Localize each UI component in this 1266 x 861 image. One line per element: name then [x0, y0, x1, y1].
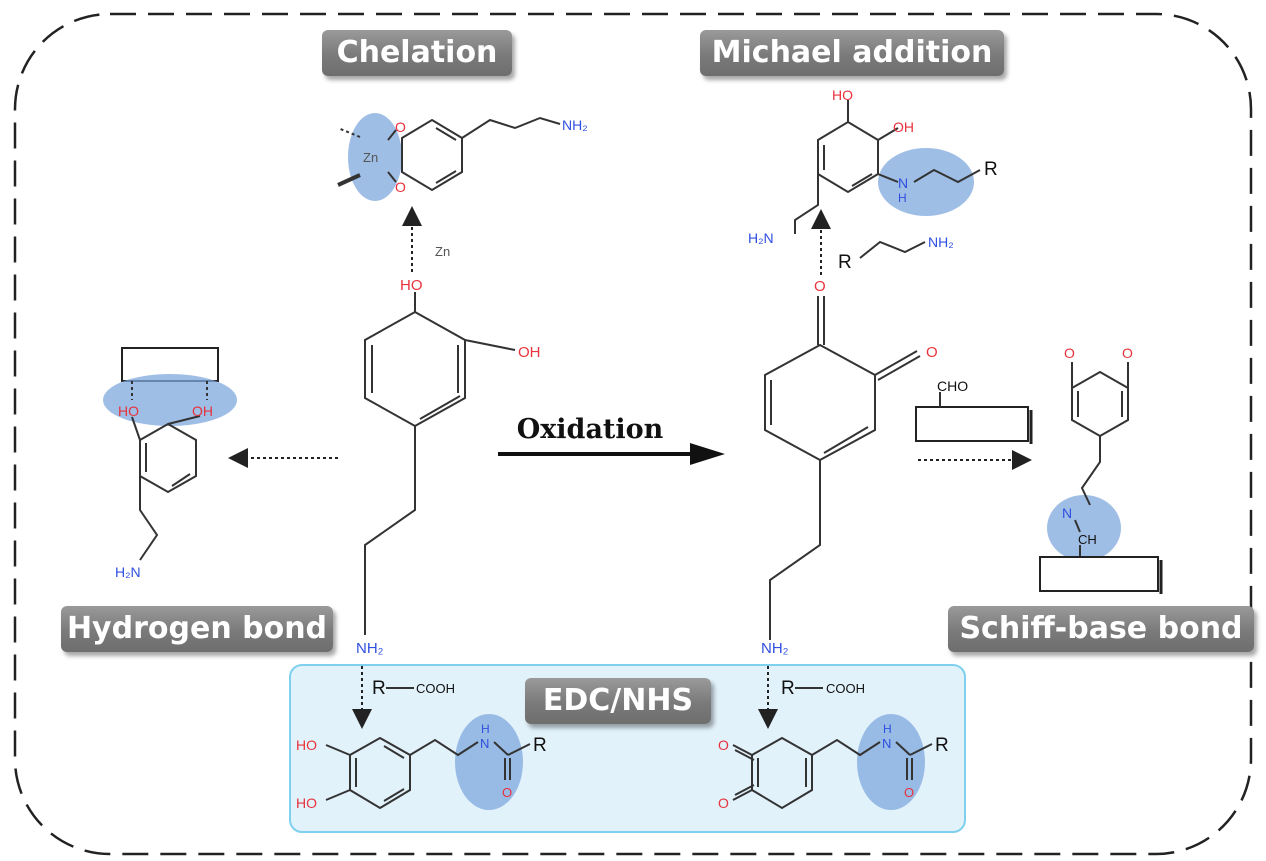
oxidation-arrow	[498, 443, 725, 465]
atom-nh2-quinone: NH₂	[761, 640, 789, 657]
quinone-structure	[764, 296, 921, 640]
atom-n-amide-right: N	[882, 736, 891, 751]
atom-o-amide-right-top: O	[718, 737, 729, 753]
atom-h-michael: H	[898, 191, 907, 205]
schiff-base-structure	[1071, 362, 1129, 556]
atom-o-chelation-bottom: O	[395, 179, 406, 195]
atom-n-amide-left: N	[480, 736, 489, 751]
amide-highlight-right	[857, 714, 925, 810]
atom-r-acid-left: R	[372, 678, 386, 699]
chelation-label: Chelation	[322, 30, 512, 76]
atom-ho-hydrogen: HO	[118, 403, 139, 419]
atom-h-amide-left: H	[481, 722, 490, 736]
hydrogen-bond-structure	[131, 381, 208, 561]
atom-cooh-left: COOH	[416, 681, 455, 696]
atom-nh2-chelation: NH₂	[562, 117, 588, 133]
michael-highlight	[878, 148, 974, 216]
atom-ho-amide-left-top: HO	[296, 737, 317, 753]
schiff-base-bond-label: Schiff-base bond	[948, 606, 1254, 652]
atom-r-amine-reagent: R	[838, 252, 852, 273]
substrate-slab-aldehyde	[915, 406, 1029, 442]
atom-ho-dopamine-top: HO	[400, 277, 423, 294]
atom-zn-chelated: Zn	[363, 150, 378, 165]
atom-oh-dopamine-right: OH	[518, 344, 541, 361]
atom-nh2-amine-reagent: NH₂	[928, 234, 954, 250]
chelation-highlight	[348, 113, 402, 201]
schiff-base-highlight	[1047, 495, 1121, 561]
atom-o-schiff-left: O	[1064, 345, 1075, 361]
atom-o-chelation-top: O	[395, 119, 406, 135]
michael-addition-label: Michael addition	[700, 30, 1004, 76]
amide-product-right	[732, 736, 933, 810]
amine-reagent-chain	[859, 240, 926, 259]
atom-o-amide-right: O	[904, 785, 914, 800]
atom-cooh-right: COOH	[826, 681, 865, 696]
chelation-structure	[337, 116, 561, 192]
amide-highlight-left	[455, 714, 523, 810]
dopamine-structure	[364, 292, 516, 635]
atom-oh-hydrogen: OH	[192, 403, 213, 419]
atom-o-amide-left: O	[502, 785, 512, 800]
atom-n-schiff: N	[1062, 505, 1072, 521]
atom-zn-reagent: Zn	[435, 244, 450, 259]
hydrogen-bond-highlight	[103, 374, 237, 426]
atom-o-schiff-right: O	[1122, 345, 1133, 361]
atom-oh-michael: OH	[893, 119, 914, 135]
atom-o-quinone-right: O	[926, 344, 938, 361]
edc-nhs-panel	[289, 664, 966, 833]
atom-r-amide-left: R	[533, 735, 547, 756]
atom-h2n-michael: H₂N	[748, 230, 774, 246]
edc-nhs-label: EDC/NHS	[525, 678, 711, 724]
atom-h2n-hydrogen: H₂N	[115, 564, 141, 580]
atom-o-amide-right-bottom: O	[718, 795, 729, 811]
atom-r-acid-right: R	[781, 678, 795, 699]
atom-ho-michael: HO	[832, 87, 853, 103]
atom-ho-amide-left-bottom: HO	[296, 795, 317, 811]
atom-r-amide-right: R	[935, 735, 949, 756]
amide-product-left	[325, 736, 531, 810]
atom-nh2-dopamine: NH₂	[356, 640, 384, 657]
atom-h-amide-right: H	[883, 722, 892, 736]
hydrogen-bond-label: Hydrogen bond	[61, 606, 333, 652]
atom-n-michael: N	[898, 175, 908, 191]
substrate-slab-schiff	[1039, 556, 1159, 592]
atom-r-michael-product: R	[984, 159, 998, 180]
outer-dashed-frame	[13, 12, 1253, 856]
oxidation-label: Oxidation	[517, 414, 664, 445]
atom-o-quinone-top: O	[814, 278, 826, 295]
michael-structure	[794, 100, 981, 234]
atom-ch-schiff: CH	[1078, 532, 1097, 547]
atom-cho-reagent: CHO	[937, 378, 968, 394]
